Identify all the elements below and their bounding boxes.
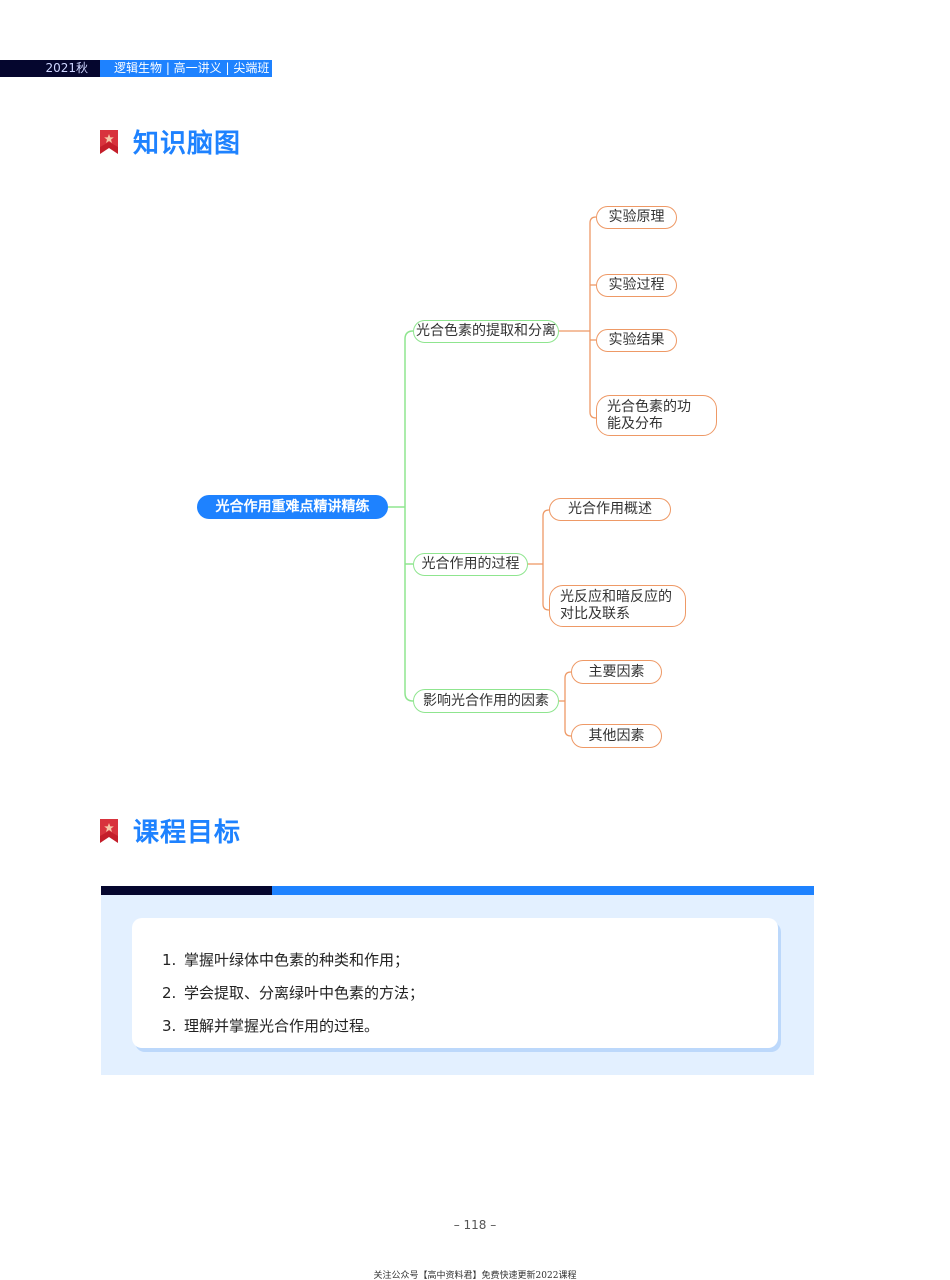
goal-item: 1. 掌握叶绿体中色素的种类和作用； xyxy=(162,944,778,977)
bookmark-star-icon xyxy=(100,818,118,843)
mindmap-leaf-node: 主要因素 xyxy=(571,660,662,684)
goal-number: 2. xyxy=(162,984,177,1002)
goal-item: 2. 学会提取、分离绿叶中色素的方法； xyxy=(162,977,778,1010)
goals-card: 1. 掌握叶绿体中色素的种类和作用； 2. 学会提取、分离绿叶中色素的方法； 3… xyxy=(132,918,778,1048)
section-title-text: 知识脑图 xyxy=(133,129,242,159)
mindmap-root-node: 光合作用重难点精讲精练 xyxy=(197,495,388,519)
mindmap-branch-node: 影响光合作用的因素 xyxy=(413,689,559,713)
section-title-mindmap: 知识脑图 xyxy=(100,123,241,160)
mindmap-leaf-node: 其他因素 xyxy=(571,724,662,748)
leaf-text: 光合色素的功能及分布 xyxy=(607,398,691,432)
mindmap-leaf-node: 光合色素的功能及分布 xyxy=(596,395,717,436)
mindmap-branch-node: 光合色素的提取和分离 xyxy=(413,320,559,343)
mindmap-branch-node: 光合作用的过程 xyxy=(413,553,528,576)
goal-text: 理解并掌握光合作用的过程。 xyxy=(184,1017,380,1035)
goal-number: 3. xyxy=(162,1017,177,1035)
goals-top-bar xyxy=(101,886,814,895)
mindmap-leaf-node: 实验原理 xyxy=(596,206,677,229)
mindmap-leaf-node: 光合作用概述 xyxy=(549,498,671,521)
leaf-text: 光反应和暗反应的对比及联系 xyxy=(560,589,672,622)
goal-text: 掌握叶绿体中色素的种类和作用； xyxy=(184,951,410,969)
mind-map: 光合作用重难点精讲精练 光合色素的提取和分离 光合作用的过程 影响光合作用的因素… xyxy=(197,206,717,748)
section-title-goals: 课程目标 xyxy=(100,812,241,849)
header-bar: 2021秋 逻辑生物 | 高一讲义 | 尖端班 xyxy=(0,60,272,77)
mindmap-leaf-node: 实验结果 xyxy=(596,329,677,352)
term-label: 2021秋 xyxy=(0,60,100,77)
mindmap-leaf-node: 实验过程 xyxy=(596,274,677,297)
page-number: – 118 – xyxy=(453,1218,497,1232)
goal-text: 学会提取、分离绿叶中色素的方法； xyxy=(184,984,425,1002)
goal-number: 1. xyxy=(162,951,177,969)
mindmap-leaf-node: 光反应和暗反应的对比及联系 xyxy=(549,585,686,627)
mind-map-connectors xyxy=(388,216,597,737)
goal-item: 3. 理解并掌握光合作用的过程。 xyxy=(162,1010,778,1043)
section-title-text: 课程目标 xyxy=(133,818,242,848)
goals-bar-dark xyxy=(101,886,272,895)
footer-note: 关注公众号【高中资料君】免费快速更新2022课程 xyxy=(373,1271,577,1280)
course-label: 逻辑生物 | 高一讲义 | 尖端班 xyxy=(100,60,272,77)
bookmark-star-icon xyxy=(100,129,118,154)
goals-bar-blue xyxy=(272,886,814,895)
